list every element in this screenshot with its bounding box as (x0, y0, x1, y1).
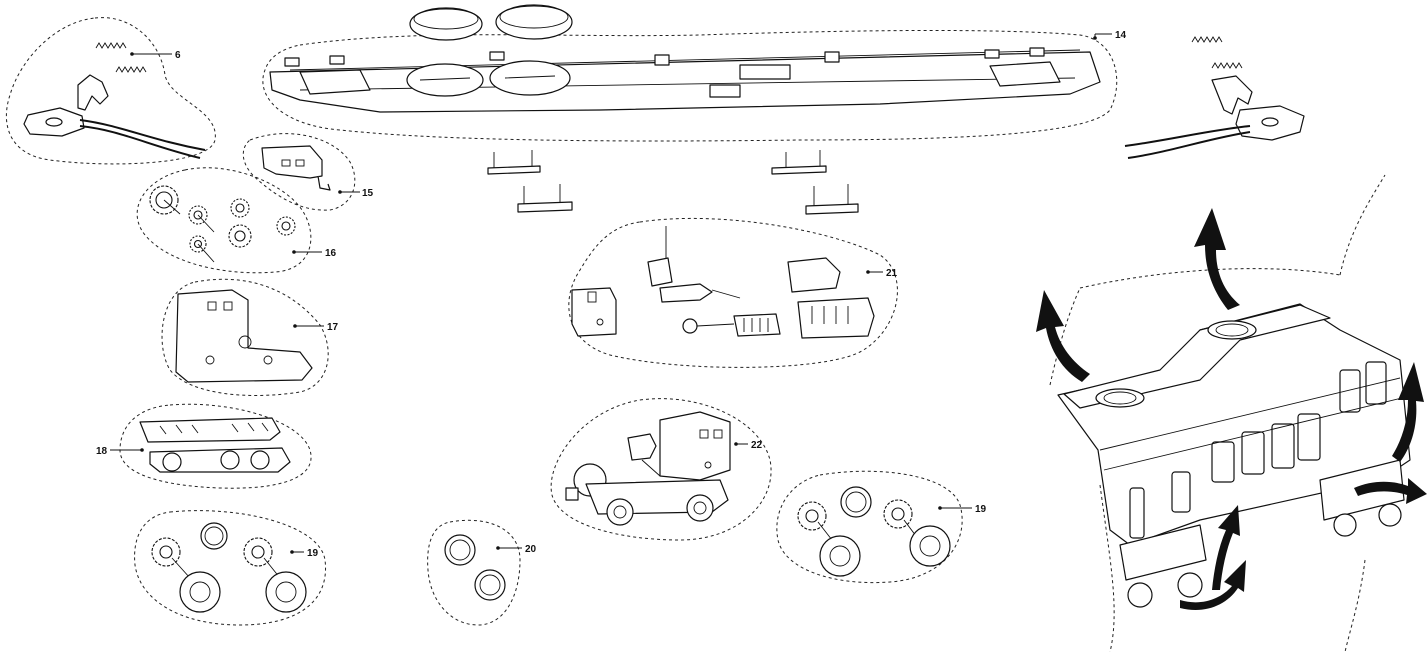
group-14-chassis: 14 (262, 4, 1127, 142)
group-15-bracket: 15 (242, 133, 374, 211)
underframe-icon (1119, 459, 1405, 608)
group-16-gears: 16 (136, 167, 337, 274)
group-19-wheelsets-right: 19 (776, 470, 987, 584)
group-outline (776, 470, 963, 584)
locomotive-disassembly-view (1036, 174, 1427, 652)
pcb-icon (787, 257, 841, 293)
spring-icon (95, 42, 147, 73)
callout-19: 19 (975, 504, 987, 515)
gear-icon (149, 185, 181, 215)
gear-icon (228, 224, 252, 248)
wheelset-icon (243, 537, 307, 613)
bogie-side-icon (139, 417, 281, 443)
wheelset-icon (883, 499, 951, 567)
coupler-bars (487, 150, 859, 215)
bracket-icon (261, 145, 323, 179)
callout-19: 19 (307, 548, 319, 559)
wheelset-icon (797, 501, 861, 577)
weight-disc-icon (409, 7, 483, 41)
lift-arrow-icon (1180, 560, 1246, 610)
coupler-arm-icon (77, 74, 109, 111)
callout-16: 16 (325, 248, 337, 259)
connector-icon (682, 313, 781, 337)
traction-tyre-icon (444, 534, 476, 566)
group-outline (5, 17, 216, 165)
group-outline (136, 167, 312, 274)
coupler-right (1124, 36, 1305, 159)
group-20-tyres: 20 (427, 519, 537, 626)
traction-tyre-icon (200, 522, 228, 550)
lift-arrow-icon (1194, 208, 1240, 310)
wire-icon (79, 119, 206, 151)
group-21-electrical: 21 (568, 217, 898, 368)
traction-tyre-icon (840, 486, 872, 518)
gear-icon (276, 216, 296, 236)
decoder-socket-icon (571, 287, 617, 337)
pivot-icon (45, 117, 63, 127)
callout-15: 15 (362, 188, 374, 199)
spring-icon (1191, 36, 1243, 69)
group-outline (161, 278, 329, 396)
frame-body-icon (269, 51, 1101, 113)
group-18-bogie: 18 (96, 403, 312, 489)
callout-14: 14 (1115, 30, 1127, 41)
callout-18: 18 (96, 446, 108, 457)
light-unit-icon (647, 226, 741, 303)
coupler-bar-icon (805, 203, 859, 215)
motor-well-icon (406, 63, 484, 97)
lift-arrow-icon (1036, 290, 1090, 382)
traction-tyre-icon (474, 569, 506, 601)
coupler-bar-icon (487, 165, 541, 175)
callout-6: 6 (175, 50, 181, 61)
group-17-bogie-frame: 17 (161, 278, 339, 396)
coupler-bar-icon (517, 201, 573, 213)
wheelset-icon (151, 537, 221, 613)
window-icon (1129, 361, 1387, 539)
gear-icon (230, 198, 250, 218)
gear-icon (188, 205, 215, 233)
wire-icon (1124, 125, 1251, 147)
lift-arrow-icon (1354, 478, 1427, 504)
lift-arrow-icon (1212, 505, 1240, 590)
motor-well-icon (489, 60, 571, 96)
group-outline (119, 403, 312, 489)
callout-21: 21 (886, 268, 898, 279)
group-outline (568, 217, 898, 368)
callout-22: 22 (751, 440, 763, 451)
coupler-arm-icon (1211, 75, 1253, 115)
switch-block-icon (797, 297, 875, 339)
motor-housing-icon (659, 411, 731, 481)
gear-icon (189, 235, 215, 263)
group-19-wheelsets-left: 19 (134, 510, 327, 626)
group-22-motor-bogie: 22 (550, 398, 772, 541)
callout-17: 17 (327, 322, 339, 333)
callout-20: 20 (525, 544, 537, 555)
group-outline (262, 29, 1118, 142)
group-outline (550, 398, 772, 541)
worm-gear-icon (627, 433, 661, 477)
group-6-coupler-left: 6 (5, 17, 216, 165)
group-outline (427, 519, 521, 626)
bogie-wheels-icon (565, 463, 729, 526)
roof-fan-icon (1095, 320, 1257, 408)
weight-disc-icon (495, 4, 573, 40)
group-outline (242, 133, 356, 211)
view-outline (1049, 174, 1386, 652)
coupler-bar-icon (771, 165, 827, 175)
lift-arrow-icon (1392, 362, 1424, 462)
